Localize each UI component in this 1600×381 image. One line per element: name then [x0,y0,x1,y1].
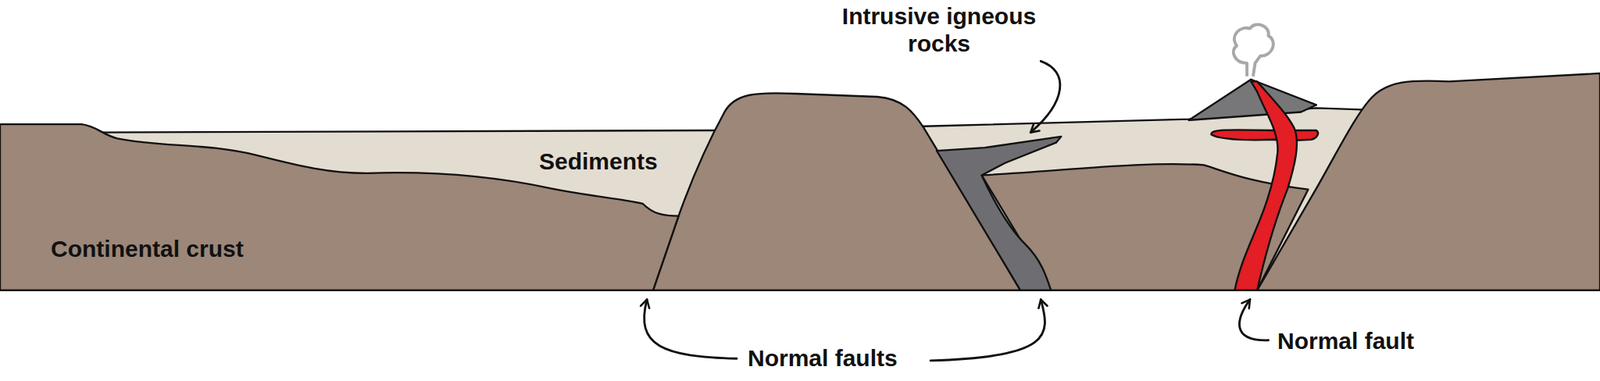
lava-dike [1234,81,1297,290]
label: Continental crust [50,235,244,264]
label: Normal faults [747,345,898,373]
label: Normal fault [1277,328,1415,356]
intrusive-dike-sill [936,136,1061,291]
lava-sill [1210,129,1318,141]
leader-arrow [1239,300,1268,341]
leader-arrow [644,300,737,360]
baseline [0,289,1600,292]
left-crust [0,124,679,291]
label: Sediments [539,148,658,176]
leader-arrow [930,300,1045,361]
label: Intrusive igneous rocks [841,3,1037,58]
eruption-plume [1233,24,1274,77]
leader-arrow [1030,60,1061,133]
